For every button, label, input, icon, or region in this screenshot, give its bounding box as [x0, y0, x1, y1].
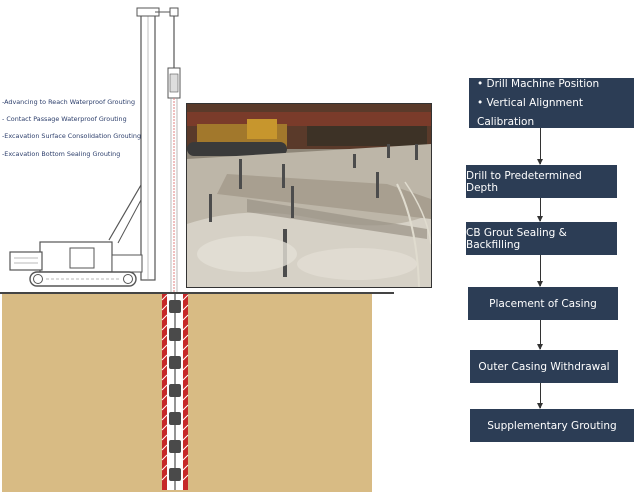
flow-arrow [540, 255, 541, 286]
annotation-item: -Excavation Bottom Sealing Grouting [2, 150, 152, 158]
site-photo-icon [187, 104, 431, 287]
step-line: • Vertical Alignment Calibration [477, 94, 634, 132]
step-label: CB Grout Sealing & Backfilling [466, 227, 617, 251]
step-drill-machine-position: • Drill Machine Position • Vertical Alig… [469, 78, 634, 128]
step-label: Placement of Casing [489, 298, 597, 310]
site-photo [186, 103, 432, 288]
annotation-item: -Excavation Surface Consolidation Grouti… [2, 132, 152, 140]
step-label: Drill to Predetermined Depth [466, 170, 617, 194]
step-outer-casing-withdrawal: Outer Casing Withdrawal [470, 350, 618, 383]
step-placement-of-casing: Placement of Casing [468, 287, 618, 320]
borehole-casing [162, 294, 188, 490]
step-drill-to-depth: Drill to Predetermined Depth [466, 165, 617, 198]
step-cb-grout-sealing: CB Grout Sealing & Backfilling [466, 222, 617, 255]
step-label: Outer Casing Withdrawal [478, 361, 609, 373]
step-supplementary-grouting: Supplementary Grouting [470, 409, 634, 442]
flow-arrow [540, 198, 541, 221]
flow-arrow [540, 128, 541, 164]
annotation-item: - Contact Passage Waterproof Grouting [2, 115, 152, 123]
step-label: Supplementary Grouting [487, 420, 616, 432]
grouting-type-list: -Advancing to Reach Waterproof Grouting … [2, 98, 152, 167]
flow-arrow [540, 383, 541, 408]
flow-arrow [540, 320, 541, 349]
annotation-item: -Advancing to Reach Waterproof Grouting [2, 98, 152, 106]
step-line: • Drill Machine Position [477, 75, 599, 94]
